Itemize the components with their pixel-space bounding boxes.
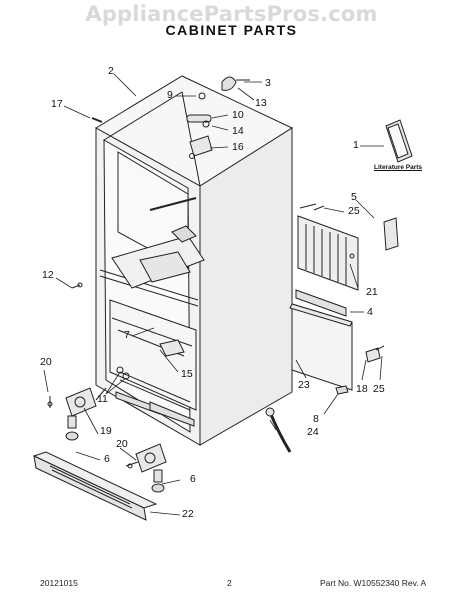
callout-22: 22 <box>182 508 194 520</box>
callout-24: 24 <box>307 426 319 438</box>
leader-lines <box>43 73 384 516</box>
callout-1: 1 <box>353 139 359 151</box>
cabinet-shell <box>95 75 294 446</box>
rear-cover-panels <box>289 289 353 391</box>
callout-11: 11 <box>97 393 108 405</box>
footer-part-info: Part No. W10552340 Rev. A <box>320 578 427 588</box>
leveling-assembly <box>65 387 167 493</box>
callout-3: 3 <box>265 77 271 89</box>
callout-15: 15 <box>181 368 193 380</box>
base-grille <box>32 451 158 521</box>
left-screws <box>47 282 130 408</box>
callout-20a: 20 <box>40 356 52 368</box>
hinge-parts <box>91 76 250 159</box>
literature-booklet <box>385 119 413 163</box>
callout-17: 17 <box>51 98 63 110</box>
literature-parts-label: Literature Parts <box>374 164 423 171</box>
callout-2: 2 <box>108 65 114 77</box>
callout-7: 7 <box>124 329 130 341</box>
footer-page-number: 2 <box>227 578 232 588</box>
callout-20b: 20 <box>116 438 128 450</box>
callout-16: 16 <box>232 141 244 153</box>
callout-21: 21 <box>366 286 378 298</box>
callout-25a: 25 <box>348 205 360 217</box>
callout-25b: 25 <box>373 383 385 395</box>
callout-14: 14 <box>232 125 244 137</box>
right-hardware <box>265 205 385 453</box>
callout-18: 18 <box>356 383 368 395</box>
callout-8: 8 <box>313 413 319 425</box>
callout-4: 4 <box>367 306 373 318</box>
callout-6b: 6 <box>190 473 196 485</box>
page-title: CABINET PARTS <box>165 22 298 38</box>
callout-12: 12 <box>42 269 54 281</box>
callout-9: 9 <box>167 89 173 101</box>
callout-10: 10 <box>232 109 244 121</box>
callout-13: 13 <box>255 97 267 109</box>
callout-6a: 6 <box>104 453 110 465</box>
rear-grille <box>297 203 399 291</box>
callout-5: 5 <box>351 191 357 203</box>
watermark: AppliancePartsPros.com <box>85 2 378 26</box>
callout-23: 23 <box>298 379 310 391</box>
footer-date: 20121015 <box>40 578 78 588</box>
callout-19: 19 <box>100 425 112 437</box>
